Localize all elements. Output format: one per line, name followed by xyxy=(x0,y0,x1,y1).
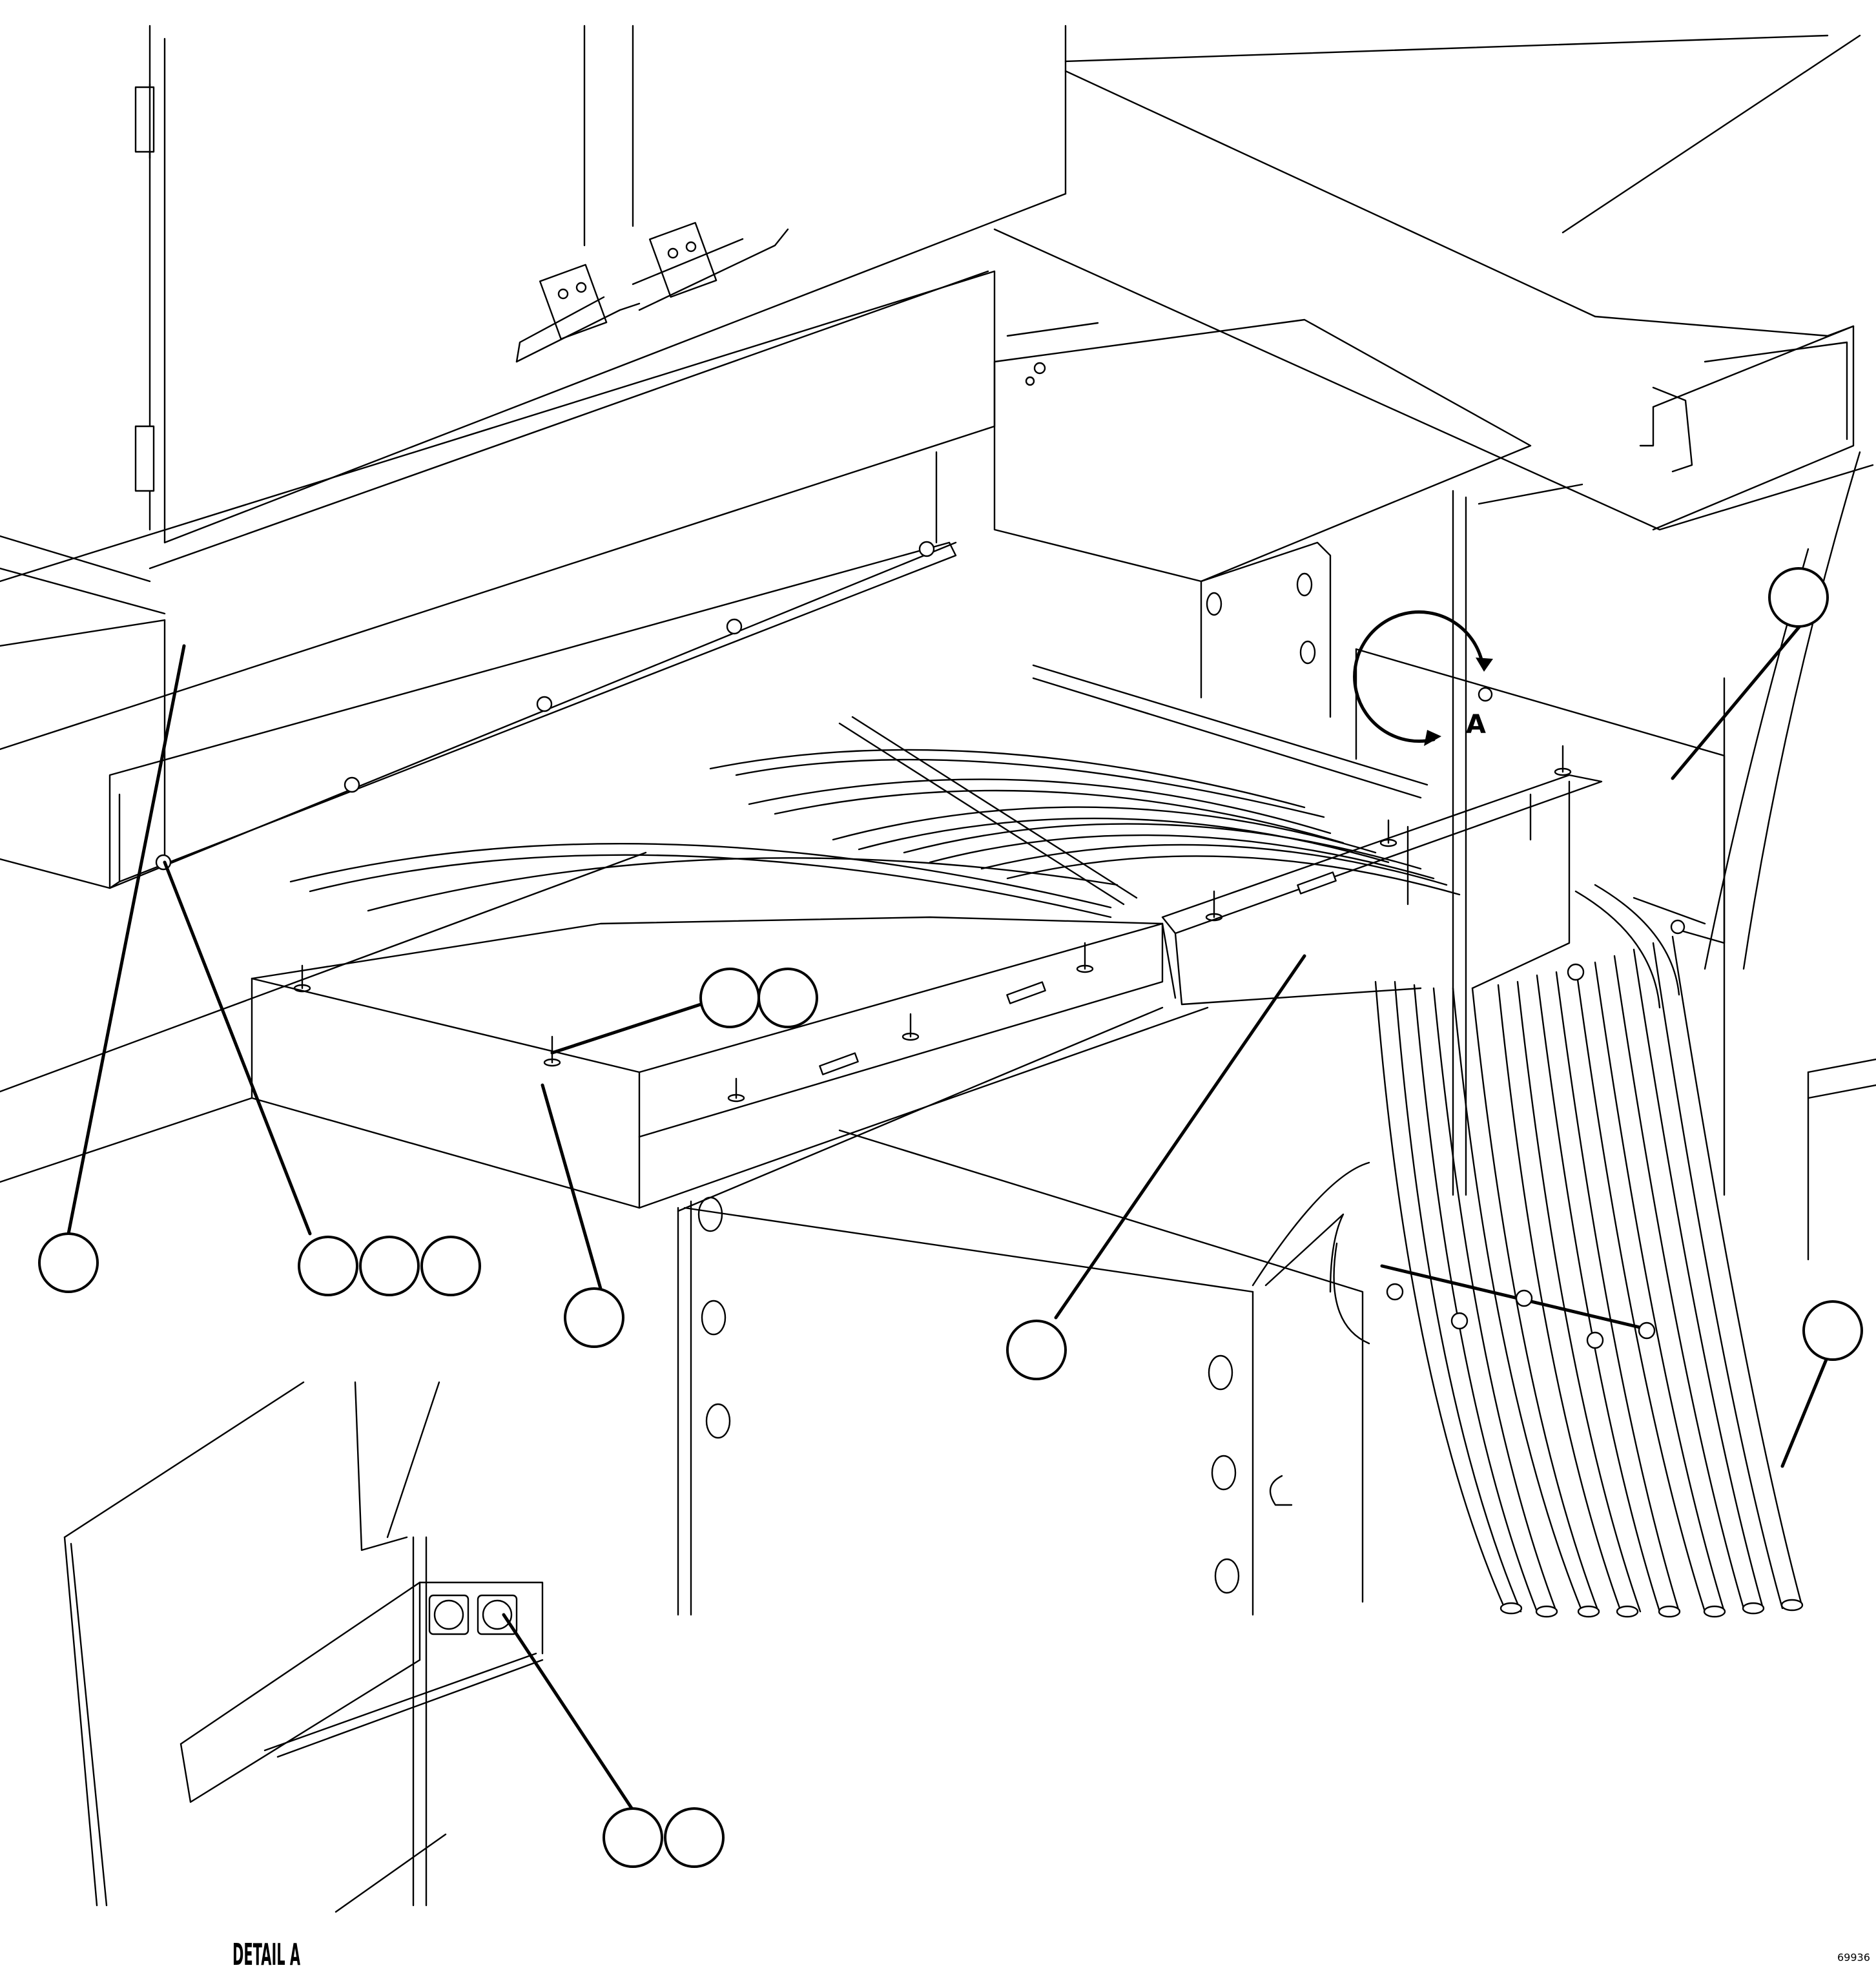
detail-bolts xyxy=(428,1594,518,1635)
cover-bolts xyxy=(155,541,935,871)
top-rail xyxy=(993,34,1874,531)
tray-hoses xyxy=(289,749,1461,918)
callout-bubble xyxy=(564,1287,624,1348)
callout-bubble xyxy=(359,1236,420,1296)
right-cover-panel xyxy=(1355,648,1726,944)
hose-tray xyxy=(251,916,1209,1212)
cabinet-latches xyxy=(515,222,789,363)
callout-bubble xyxy=(38,1232,99,1293)
callout-bubble xyxy=(603,1807,663,1868)
callout-bubble xyxy=(699,968,760,1028)
detail-a-indicator: A xyxy=(1353,610,1493,746)
leader-lines xyxy=(67,618,1830,1817)
figure-number: 69936 xyxy=(1837,1951,1870,1964)
top-tray xyxy=(993,318,1532,583)
callout-bubble xyxy=(1802,1300,1863,1361)
callout-bubble xyxy=(1768,567,1829,628)
front-cover-plate xyxy=(108,451,957,889)
hose-clamp-bar xyxy=(838,664,1428,906)
callout-bubble xyxy=(1006,1320,1067,1380)
hose-bundle xyxy=(1374,884,1804,1618)
box-studs xyxy=(1205,745,1572,922)
detail-caption: DETAIL A xyxy=(232,1937,300,1970)
frame-right xyxy=(1452,451,1876,1261)
callout-bubble xyxy=(664,1807,725,1868)
mounting-bracket xyxy=(1200,541,1332,718)
hose-box xyxy=(1161,745,1603,1006)
detail-a-marker: A xyxy=(1466,710,1486,740)
callout-bubbles xyxy=(38,567,1863,1868)
tray-studs xyxy=(293,942,1094,1103)
upper-cabinet xyxy=(0,25,1067,615)
callout-bubble xyxy=(298,1236,358,1296)
callout-bubble xyxy=(758,968,818,1028)
callout-bubble xyxy=(420,1236,481,1296)
lower-support-frame xyxy=(0,851,1370,1616)
detail-a-view xyxy=(63,1381,544,1913)
